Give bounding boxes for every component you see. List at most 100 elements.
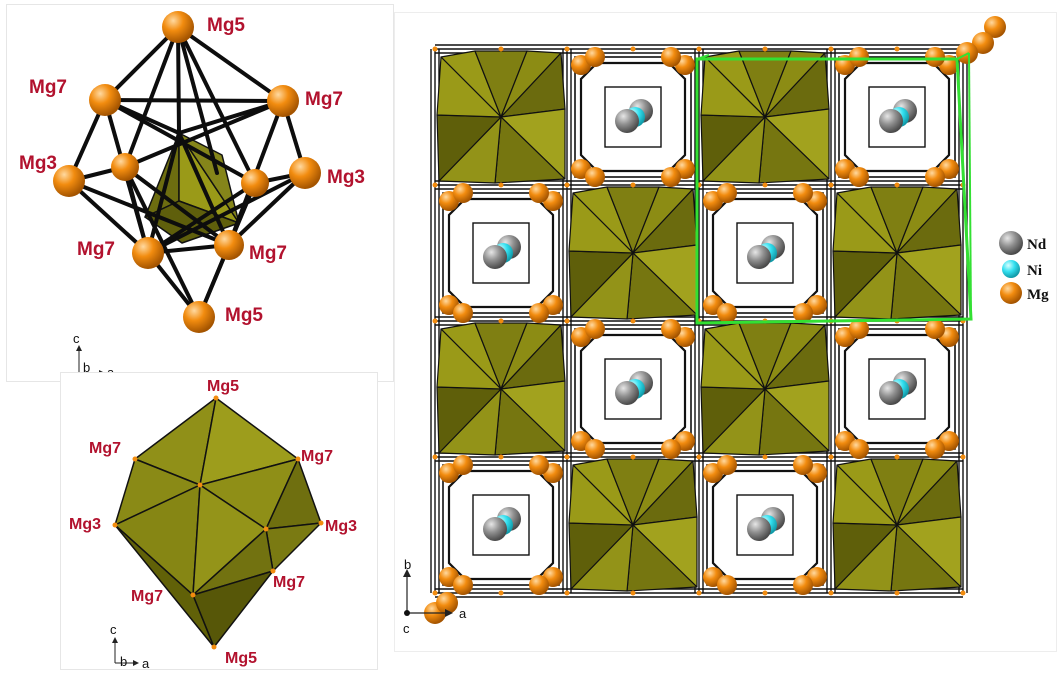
- label-mg7-upper-left: Mg7: [89, 440, 121, 457]
- label-mg3-right: Mg3: [327, 167, 365, 188]
- solid-polyhedron-diagram: Mg5 Mg7 Mg7 Mg3 Mg3 Mg7 Mg7 Mg5 c b a: [69, 378, 357, 669]
- cage-inner-frame: [604, 358, 662, 420]
- mg-atom: [241, 169, 269, 197]
- mg-atom: [661, 47, 681, 67]
- vertex-dot: [564, 182, 570, 188]
- label-mg5-bottom: Mg5: [225, 305, 263, 326]
- mg-atom: [925, 439, 945, 459]
- mg-atom: [661, 439, 681, 459]
- vertex-dot: [762, 590, 768, 596]
- mg-atom: [717, 575, 737, 595]
- mg-atom: [453, 303, 473, 323]
- axis-triad: c b a: [110, 622, 150, 669]
- polyhedron-face: [436, 328, 502, 390]
- polyhedron-face: [568, 192, 634, 254]
- vertex-dot: [960, 590, 966, 596]
- mg-atom: [111, 153, 139, 181]
- vertex-dot: [630, 454, 636, 460]
- mg-atom: [529, 575, 549, 595]
- vertex-dot: [696, 454, 702, 460]
- label-mg7-upper-right: Mg7: [305, 89, 343, 110]
- cage-cell: [835, 319, 959, 459]
- mg7-atom: [132, 237, 164, 269]
- axis-label-c: c: [73, 331, 80, 346]
- axis-label-a: a: [142, 656, 150, 669]
- mg3-atom: [289, 157, 321, 189]
- ball-stick-diagram: Mg5 Mg7 Mg7 Mg3 Mg3 Mg7 Mg7 Mg5 c b a: [19, 11, 365, 380]
- vertex-dot: [498, 318, 504, 324]
- cage-cell: [439, 455, 563, 595]
- legend-label-mg: Mg: [1027, 287, 1049, 303]
- axis-label-b: b: [120, 654, 127, 669]
- mg-atom: [925, 319, 945, 339]
- axis-label-c: c: [403, 621, 410, 636]
- crystal-packing-diagram: Nd Ni Mg b a c: [403, 16, 1049, 636]
- label-mg7-upper-right: Mg7: [301, 448, 333, 465]
- vertex-dot: [498, 454, 504, 460]
- mg-atom: [585, 319, 605, 339]
- vertex-dot: [564, 590, 570, 596]
- vertex-dot: [762, 454, 768, 460]
- mg7-atom: [89, 84, 121, 116]
- mg-polyhedron: [700, 322, 830, 456]
- mg7-atom: [214, 230, 244, 260]
- mg-atom: [529, 183, 549, 203]
- mg-atom: [972, 32, 994, 54]
- polyhedron-face: [700, 328, 766, 390]
- polyhedron-face: [832, 192, 898, 254]
- cage-cell: [703, 183, 827, 323]
- mg-atoms: [53, 11, 321, 333]
- mg5-bottom-atom: [183, 301, 215, 333]
- legend-label-nd: Nd: [1027, 237, 1047, 253]
- mg-coordination-polyhedron-ball-stick-panel: Mg5 Mg7 Mg7 Mg3 Mg3 Mg7 Mg7 Mg5 c b a: [6, 4, 394, 382]
- mg-atom: [793, 575, 813, 595]
- label-mg7-upper-left: Mg7: [29, 77, 67, 98]
- solid-polyhedron: [114, 397, 322, 648]
- mg-atom: [793, 183, 813, 203]
- legend-item-ni: Ni: [1002, 260, 1042, 279]
- vertex-dot: [432, 318, 438, 324]
- mg-atom: [793, 303, 813, 323]
- mg-atom: [453, 183, 473, 203]
- nd-atom: [879, 381, 903, 405]
- mg-atom: [849, 167, 869, 187]
- vertex-dot: [894, 590, 900, 596]
- label-mg7-lower-left: Mg7: [77, 239, 115, 260]
- vertex-dot: [828, 46, 834, 52]
- label-mg3-right: Mg3: [325, 518, 357, 535]
- mg-atom: [453, 575, 473, 595]
- vertex-dot: [828, 182, 834, 188]
- nd-atom: [483, 245, 507, 269]
- cage-inner-frame: [472, 222, 530, 284]
- axis-triad: b a c: [403, 557, 467, 636]
- mg-atom: [849, 319, 869, 339]
- mg-atom: [661, 319, 681, 339]
- mg-atom: [717, 183, 737, 203]
- vertex-dot: [498, 182, 504, 188]
- cage-cell: [835, 47, 959, 187]
- vertex-dots: [112, 395, 324, 650]
- axis-label-b: b: [83, 360, 90, 375]
- mg-swatch: [1000, 282, 1022, 304]
- unit-cell-outline: [695, 52, 973, 325]
- vertex-dot: [564, 454, 570, 460]
- mg-polyhedron: [436, 322, 566, 456]
- vertex-dot: [564, 318, 570, 324]
- nd-atom: [483, 517, 507, 541]
- vertex-dot: [828, 590, 834, 596]
- label-mg5-top: Mg5: [207, 15, 245, 36]
- mg-atom: [529, 455, 549, 475]
- mg-atom: [661, 167, 681, 187]
- label-mg3-left: Mg3: [69, 516, 101, 533]
- mg-polyhedron: [568, 458, 698, 592]
- element-legend: Nd Ni Mg: [999, 231, 1049, 304]
- vertex-dot: [630, 182, 636, 188]
- mg-polyhedron: [700, 50, 830, 184]
- vertex-dot: [894, 182, 900, 188]
- cage-cell: [439, 183, 563, 323]
- cage-inner-frame: [868, 358, 926, 420]
- vertex-dot: [432, 46, 438, 52]
- label-mg7-lower-right: Mg7: [249, 243, 287, 264]
- legend-item-mg: Mg: [1000, 282, 1049, 304]
- vertex-dot: [762, 46, 768, 52]
